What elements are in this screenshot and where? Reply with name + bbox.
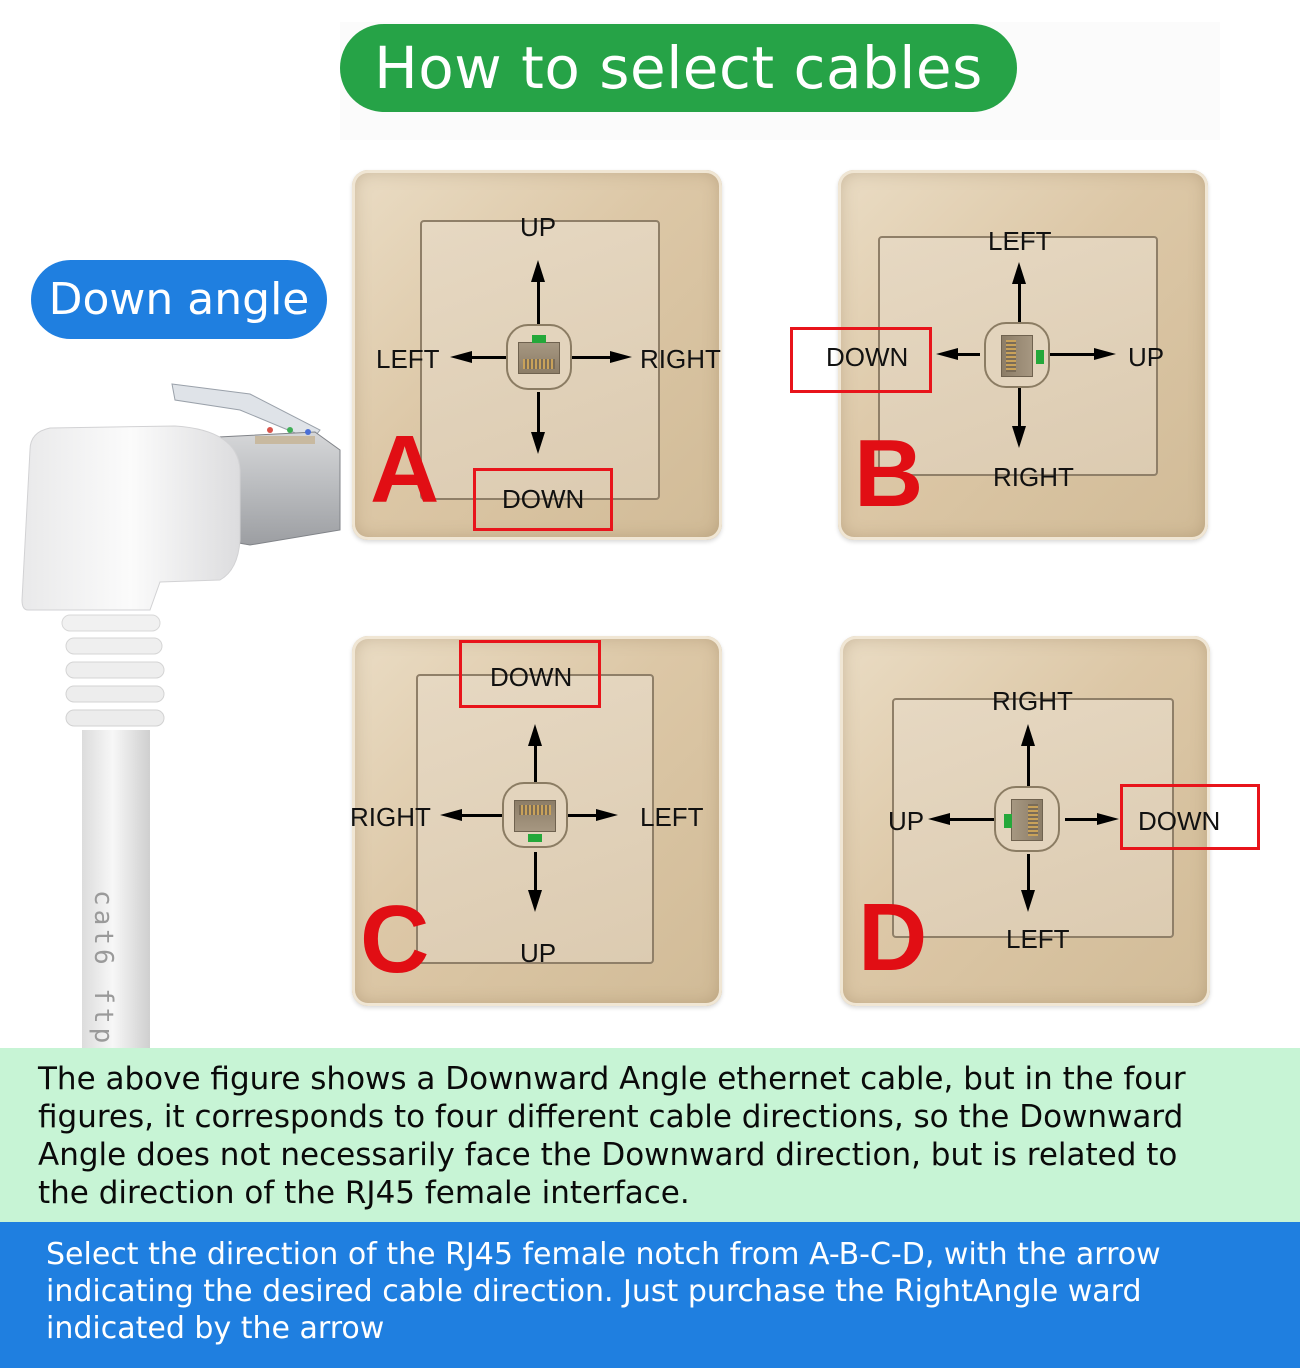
arrow-right-head-icon bbox=[596, 809, 618, 821]
instruction-panel: Select the direction of the RJ45 female … bbox=[0, 1222, 1300, 1368]
instruction-line: indicated by the arrow bbox=[46, 1311, 385, 1346]
panel-a[interactable]: UP LEFT RIGHT DOWN A bbox=[352, 170, 722, 540]
arrow-right-head-icon bbox=[1097, 813, 1119, 825]
arrow-up-head-icon bbox=[528, 724, 542, 746]
arrow-left-head-icon bbox=[936, 348, 958, 360]
arrow-left-head-icon bbox=[440, 809, 462, 821]
rj45-jack-body bbox=[1011, 799, 1043, 841]
arrow-up-head-icon bbox=[1012, 262, 1026, 284]
instruction-line: indicating the desired cable direction. … bbox=[46, 1274, 1142, 1309]
down-highlight-box bbox=[459, 640, 601, 708]
arrow-up-head-icon bbox=[531, 260, 545, 282]
arrow-up bbox=[1018, 282, 1021, 324]
right-angle-rj45-cable-icon: cat6 ftp bbox=[0, 370, 350, 1050]
rj45-jack-icon bbox=[502, 782, 568, 848]
arrow-up bbox=[537, 280, 540, 330]
arrow-down bbox=[1027, 854, 1030, 892]
jack-notch-indicator bbox=[1004, 814, 1012, 828]
arrow-right bbox=[1065, 818, 1099, 821]
label-top: DOWN bbox=[490, 662, 573, 692]
label-top: UP bbox=[520, 212, 557, 242]
explanation-line: the direction of the RJ45 female interfa… bbox=[38, 1175, 690, 1211]
rj45-jack-body bbox=[518, 342, 560, 374]
label-top: RIGHT bbox=[992, 686, 1073, 716]
label-left: UP bbox=[888, 806, 925, 836]
cable-print-text: cat6 ftp bbox=[88, 890, 118, 1048]
page-title: How to select cables bbox=[340, 24, 1017, 112]
jack-notch-indicator bbox=[532, 335, 546, 343]
arrow-left-head-icon bbox=[928, 813, 950, 825]
label-bottom: UP bbox=[520, 938, 557, 968]
rj45-jack-body bbox=[1001, 335, 1033, 377]
arrow-left bbox=[948, 818, 996, 821]
label-right: RIGHT bbox=[640, 344, 721, 374]
rj45-jack-body bbox=[514, 800, 556, 832]
arrow-left-head-icon bbox=[450, 351, 472, 363]
label-bottom: RIGHT bbox=[993, 462, 1074, 492]
arrow-up bbox=[1027, 746, 1030, 790]
label-right: DOWN bbox=[1138, 806, 1221, 836]
rj45-jack-icon bbox=[994, 786, 1060, 852]
panel-letter: B bbox=[854, 420, 924, 527]
label-top: LEFT bbox=[988, 226, 1052, 256]
explanation-line: figures, it corresponds to four differen… bbox=[38, 1099, 1184, 1135]
panel-d[interactable]: RIGHT UP DOWN LEFT D bbox=[840, 636, 1260, 1006]
arrow-down bbox=[534, 852, 537, 892]
arrow-down-head-icon bbox=[528, 890, 542, 912]
jack-notch-indicator bbox=[528, 834, 542, 842]
label-right: UP bbox=[1128, 342, 1165, 372]
arrow-right-head-icon bbox=[610, 351, 632, 363]
jack-notch-indicator bbox=[1036, 350, 1044, 364]
instruction-line: Select the direction of the RJ45 female … bbox=[46, 1237, 1161, 1272]
label-bottom: DOWN bbox=[502, 484, 585, 514]
arrow-right bbox=[568, 814, 598, 817]
label-bottom: LEFT bbox=[1006, 924, 1070, 954]
label-left: RIGHT bbox=[350, 802, 431, 832]
arrow-left bbox=[460, 814, 502, 817]
arrow-up bbox=[534, 746, 537, 786]
arrow-left bbox=[956, 353, 980, 356]
label-left: DOWN bbox=[826, 342, 909, 372]
arrow-down bbox=[537, 392, 540, 434]
arrow-right-head-icon bbox=[1094, 348, 1116, 360]
arrow-right bbox=[570, 356, 612, 359]
label-left: LEFT bbox=[376, 344, 440, 374]
down-highlight-box bbox=[473, 468, 613, 531]
panel-b[interactable]: LEFT DOWN UP RIGHT B bbox=[790, 170, 1208, 540]
panel-letter: A bbox=[370, 416, 440, 523]
arrow-left bbox=[470, 356, 508, 359]
arrow-up-head-icon bbox=[1021, 724, 1035, 746]
rj45-jack-icon bbox=[984, 322, 1050, 388]
explanation-panel: The above figure shows a Downward Angle … bbox=[0, 1048, 1300, 1222]
arrow-down-head-icon bbox=[531, 432, 545, 454]
down-angle-badge: Down angle bbox=[31, 260, 327, 339]
panel-c[interactable]: DOWN RIGHT LEFT UP C bbox=[350, 636, 722, 1006]
arrow-right bbox=[1050, 353, 1096, 356]
down-highlight-box bbox=[790, 327, 932, 393]
arrow-down bbox=[1018, 388, 1021, 428]
arrow-down-head-icon bbox=[1012, 426, 1026, 448]
down-highlight-box bbox=[1120, 784, 1260, 850]
arrow-down-head-icon bbox=[1021, 890, 1035, 912]
explanation-line: The above figure shows a Downward Angle … bbox=[38, 1061, 1186, 1097]
rj45-jack-icon bbox=[506, 324, 572, 390]
panel-letter: C bbox=[360, 886, 430, 993]
panel-letter: D bbox=[858, 884, 928, 991]
label-right: LEFT bbox=[640, 802, 704, 832]
explanation-line: Angle does not necessarily face the Down… bbox=[38, 1137, 1178, 1173]
